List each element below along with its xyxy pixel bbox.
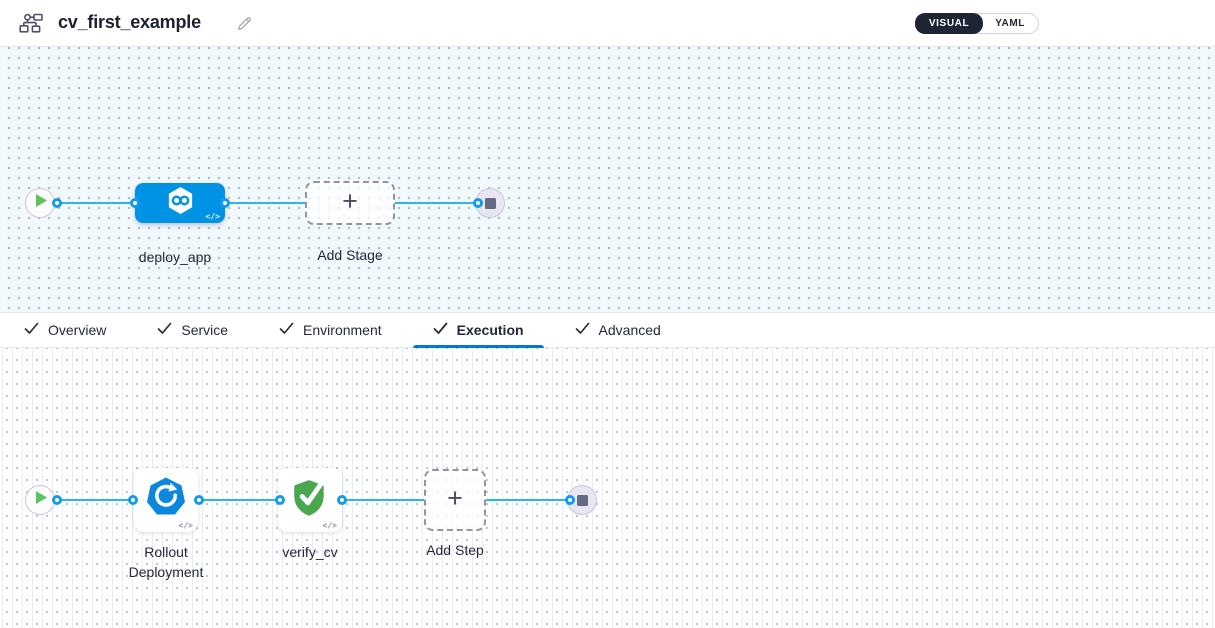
stop-icon [576, 494, 588, 506]
execution-canvas: </> </> + Rollout Deployment verify_cv [0, 348, 1215, 628]
connector-port[interactable] [52, 198, 62, 208]
stage-deploy-app[interactable]: </> [135, 183, 225, 223]
play-icon [36, 194, 47, 212]
execution-end-node[interactable] [567, 485, 597, 515]
stage-label: deploy_app [138, 249, 212, 265]
connector-port[interactable] [128, 495, 138, 505]
tab-label: Environment [303, 322, 382, 338]
check-icon [279, 322, 294, 338]
code-icon: </> [322, 521, 337, 530]
check-icon [575, 322, 590, 338]
rollout-deployment-icon [146, 476, 186, 521]
connector-port[interactable] [473, 198, 483, 208]
tab-advanced[interactable]: Advanced [555, 313, 681, 347]
step-verify-cv[interactable]: </> [278, 468, 342, 532]
header: cv_first_example VISUAL YAML [0, 0, 1215, 47]
tab-label: Service [181, 322, 229, 338]
connector-port[interactable] [130, 198, 140, 208]
plus-icon: + [342, 186, 358, 216]
tab-label: Overview [48, 322, 107, 338]
connector-edge [225, 202, 305, 204]
connector-edge [57, 202, 135, 204]
connector-port[interactable] [337, 495, 347, 505]
connector-port[interactable] [275, 495, 285, 505]
add-step-button[interactable]: + [424, 469, 486, 531]
active-tab-underline [412, 345, 544, 348]
connector-edge [199, 499, 280, 501]
check-icon [24, 322, 39, 338]
tab-label: Execution [456, 322, 524, 338]
connector-port[interactable] [565, 495, 575, 505]
step-label: Rollout Deployment [128, 544, 204, 580]
stage-canvas: </> + deploy_app Add Stage [0, 47, 1215, 312]
edit-pencil-icon[interactable] [236, 15, 253, 37]
page-title: cv_first_example [58, 12, 201, 32]
step-rollout-deployment[interactable]: </> [134, 468, 198, 532]
check-icon [433, 322, 448, 338]
cd-hexagon-infinity-icon [167, 185, 194, 221]
plus-icon: + [447, 483, 463, 513]
code-icon: </> [205, 212, 220, 221]
tab-execution[interactable]: Execution [412, 313, 544, 348]
connector-edge [342, 499, 424, 501]
check-icon [157, 322, 172, 338]
visual-yaml-toggle: VISUAL YAML [914, 13, 1039, 34]
connector-port[interactable] [220, 198, 230, 208]
stop-icon [484, 197, 496, 209]
add-stage-button[interactable]: + [305, 181, 395, 225]
connector-port[interactable] [52, 495, 62, 505]
tab-overview[interactable]: Overview [4, 313, 126, 347]
add-step-label: Add Step [426, 542, 484, 558]
pipeline-start-node[interactable] [25, 188, 55, 218]
connector-port[interactable] [194, 495, 204, 505]
play-icon [36, 491, 47, 509]
stage-config-tabs: Overview Service Environment Execution [0, 312, 1215, 348]
tab-label: Advanced [598, 322, 661, 338]
tab-service[interactable]: Service [137, 313, 248, 347]
shield-check-icon [289, 476, 331, 523]
connector-edge [395, 202, 478, 204]
tab-environment[interactable]: Environment [259, 313, 402, 347]
execution-start-node[interactable] [25, 485, 55, 515]
add-stage-label: Add Stage [317, 247, 383, 263]
connector-edge [57, 499, 133, 501]
code-icon: </> [178, 521, 193, 530]
pipeline-icon [19, 13, 44, 39]
connector-edge [486, 499, 570, 501]
toggle-visual-button[interactable]: VISUAL [914, 13, 984, 34]
toggle-yaml-button[interactable]: YAML [995, 18, 1025, 29]
step-label: verify_cv [282, 544, 338, 560]
